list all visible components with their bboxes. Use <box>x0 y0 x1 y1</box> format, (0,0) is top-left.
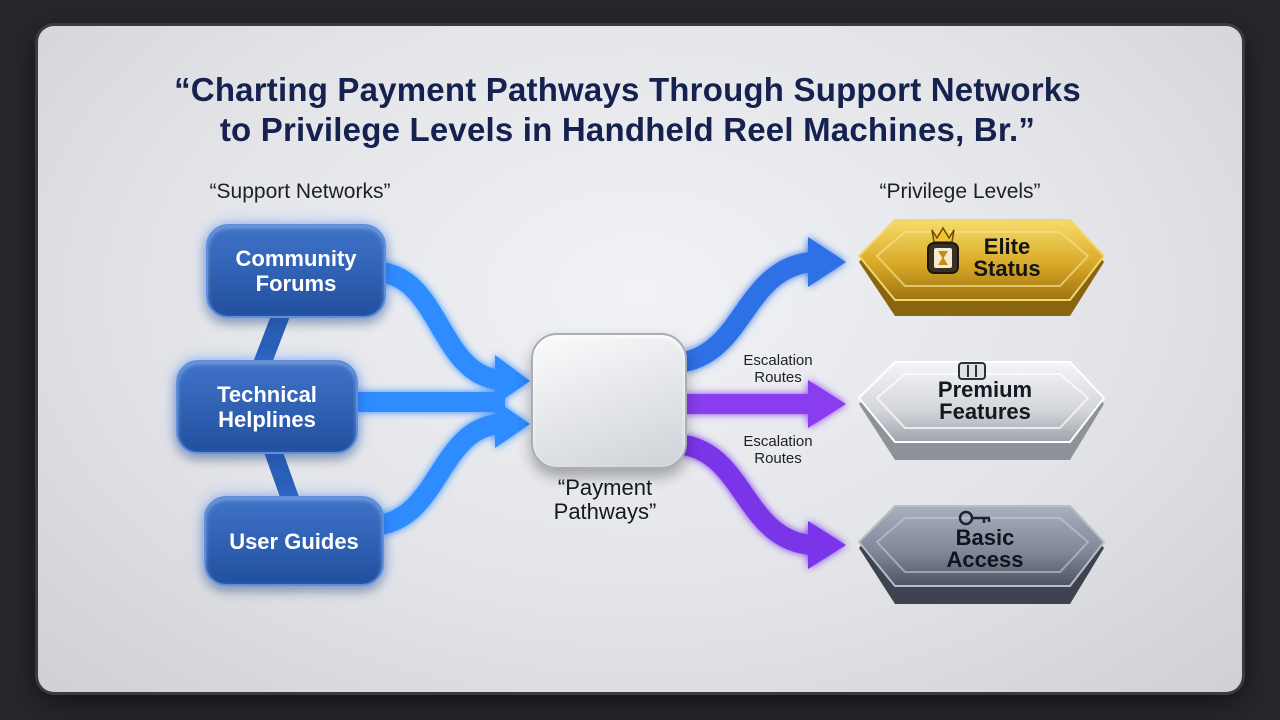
key-icon <box>958 510 991 526</box>
payment-pathways-label: “Payment Pathways” <box>553 475 657 524</box>
basic-badge <box>857 505 1106 604</box>
arrow-hub-to-basic <box>681 435 814 555</box>
arrow-guides-to-hub <box>377 414 502 535</box>
arrowhead-elite <box>808 237 846 287</box>
connector-forums-helplines <box>253 303 291 373</box>
escalation-routes-label-upper: Escalation Routes <box>743 352 813 386</box>
reel-icon <box>958 362 986 380</box>
user-guides-node: User Guides <box>204 496 384 586</box>
basic-access-label: Basic Access <box>946 525 1024 572</box>
connector-helplines-guides <box>263 439 301 513</box>
premium-badge <box>857 361 1106 460</box>
arrowhead-basic <box>808 521 846 569</box>
support-connectors <box>253 303 301 513</box>
inbound-arrows <box>356 262 530 535</box>
arrow-forums-to-hub <box>378 262 502 390</box>
title-line-2: to Privilege Levels in Handheld Reel Mac… <box>219 111 1036 148</box>
diagram-title: “Charting Payment Pathways Through Suppo… <box>0 70 1255 150</box>
arrow-hub-to-elite <box>681 252 814 372</box>
community-forums-node: Community Forums <box>206 224 386 318</box>
escalation-routes-label-lower: Escalation Routes <box>743 433 813 467</box>
elite-status-label: Elite Status <box>973 234 1041 281</box>
technical-helplines-node: Technical Helplines <box>176 360 358 454</box>
privilege-levels-label: “Privilege Levels” <box>879 180 1041 203</box>
title-line-1: “Charting Payment Pathways Through Suppo… <box>174 71 1081 108</box>
arrowhead-guides <box>495 400 530 448</box>
support-networks-label: “Support Networks” <box>209 180 391 203</box>
arrowhead-premium <box>808 380 846 428</box>
payment-pathways-hub <box>531 333 687 469</box>
elite-badge <box>857 219 1106 316</box>
outbound-arrows <box>681 237 846 569</box>
premium-features-label: Premium Features <box>937 377 1033 424</box>
crowned-reel-icon <box>927 226 959 274</box>
